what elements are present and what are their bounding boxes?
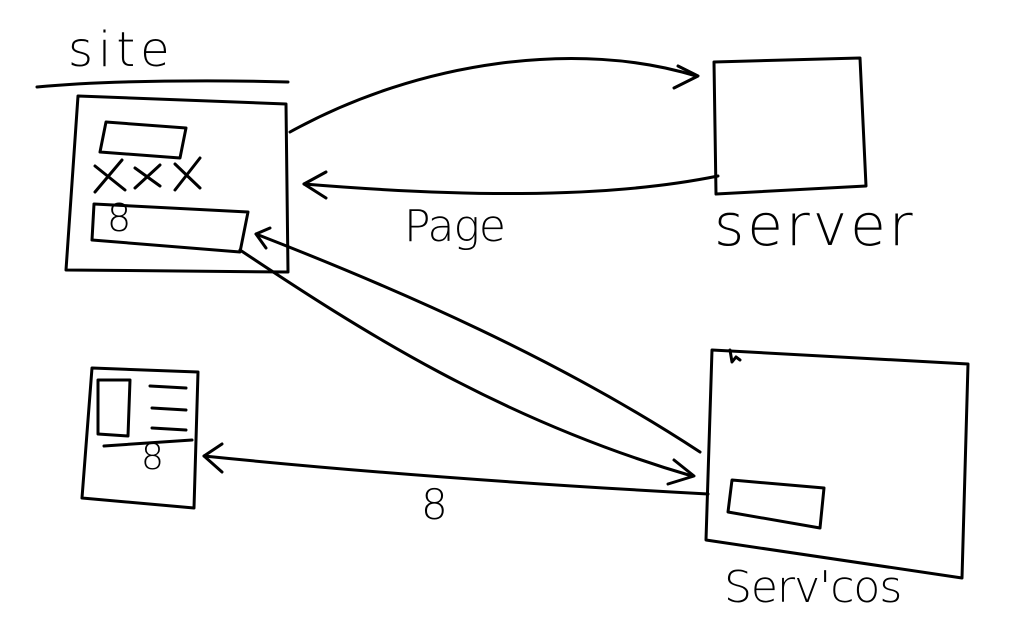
field-to-services-line-a <box>254 232 702 454</box>
site-input-field <box>90 202 250 254</box>
server-to-site-arrow <box>302 174 720 196</box>
arrow-eight-label: 8 <box>421 480 448 529</box>
cursor-icon <box>728 348 742 364</box>
server-to-site-arrowhead <box>302 170 328 200</box>
site-to-server-arrow <box>288 57 698 134</box>
site-to-server-arrowhead <box>672 64 700 90</box>
site-field-eight-label: 8 <box>107 196 132 240</box>
small-card-box <box>80 366 200 510</box>
services-to-card-arrowhead <box>202 442 224 474</box>
server-label: server <box>714 191 916 259</box>
small-card-eight-label: 8 <box>141 437 164 478</box>
services-label: Serv'cos <box>724 562 902 613</box>
services-inner-rect <box>726 478 826 530</box>
site-label: site <box>68 22 175 78</box>
small-card-image <box>96 378 132 438</box>
site-header-rect <box>98 120 188 160</box>
server-box <box>712 56 868 196</box>
field-to-services-arrowhead <box>666 458 696 486</box>
site-x-marks <box>93 156 202 194</box>
services-to-card-arrow <box>202 454 710 496</box>
field-to-services-line-b <box>238 248 694 478</box>
small-card-lines <box>148 384 188 432</box>
site-underline <box>35 79 290 89</box>
services-box <box>704 348 970 580</box>
site-box <box>64 94 290 274</box>
small-card-divider <box>102 438 194 448</box>
field-to-services-arrowhead-back <box>254 226 272 250</box>
page-label: Page <box>404 201 506 252</box>
